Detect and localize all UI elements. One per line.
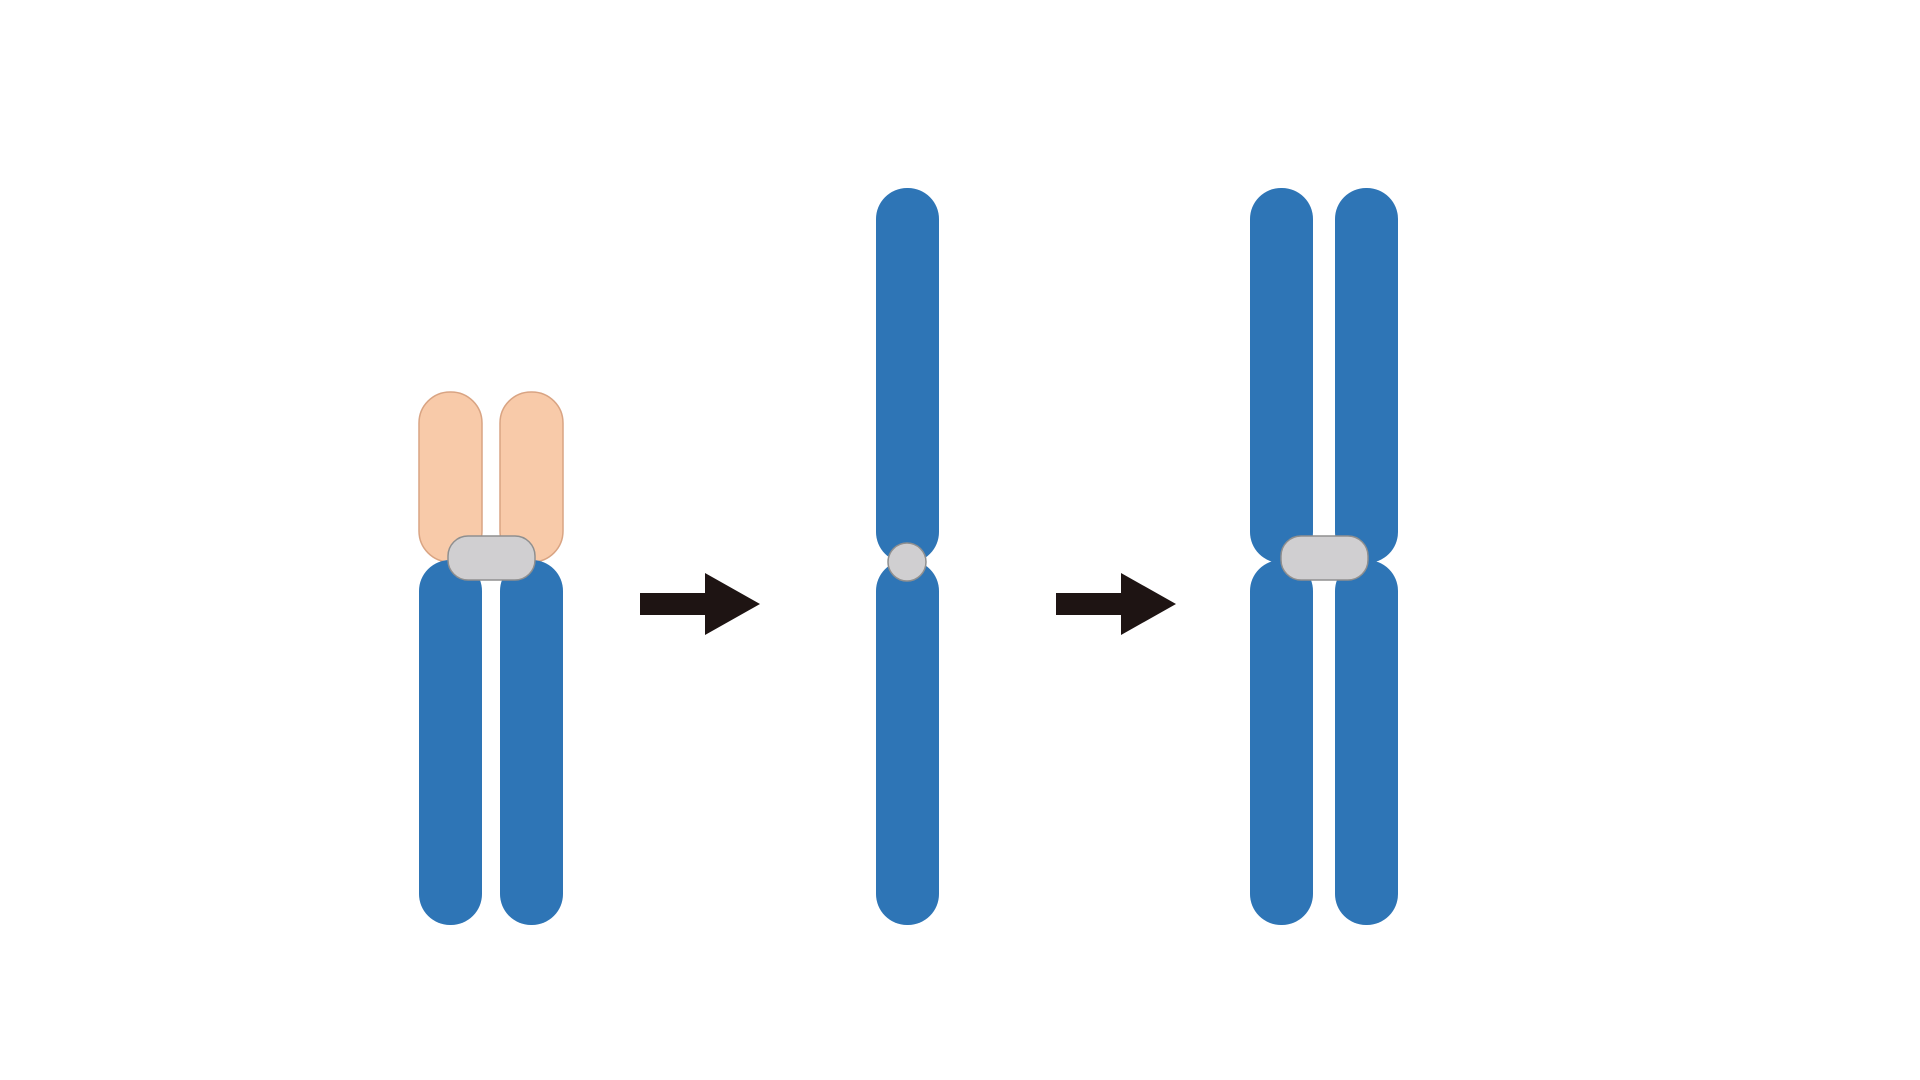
long-arm-left xyxy=(419,560,482,925)
lower-arm-right xyxy=(1335,560,1398,925)
chromosome-stage-2 xyxy=(876,188,939,925)
arrow-right-icon xyxy=(1056,573,1176,635)
arrow-2 xyxy=(1056,573,1176,635)
upper-arm-right xyxy=(1335,188,1398,563)
upper-arm xyxy=(876,188,939,563)
chromosome-stage-3 xyxy=(1250,188,1398,925)
long-arm-right xyxy=(500,560,563,925)
centromere xyxy=(887,542,927,582)
centromere xyxy=(447,535,536,581)
arrow-1 xyxy=(640,573,760,635)
upper-arm-left xyxy=(1250,188,1313,563)
arrow-right-icon xyxy=(640,573,760,635)
lower-arm-left xyxy=(1250,560,1313,925)
lower-arm xyxy=(876,560,939,925)
centromere xyxy=(1280,535,1369,581)
chromosome-stage-1 xyxy=(418,391,564,925)
